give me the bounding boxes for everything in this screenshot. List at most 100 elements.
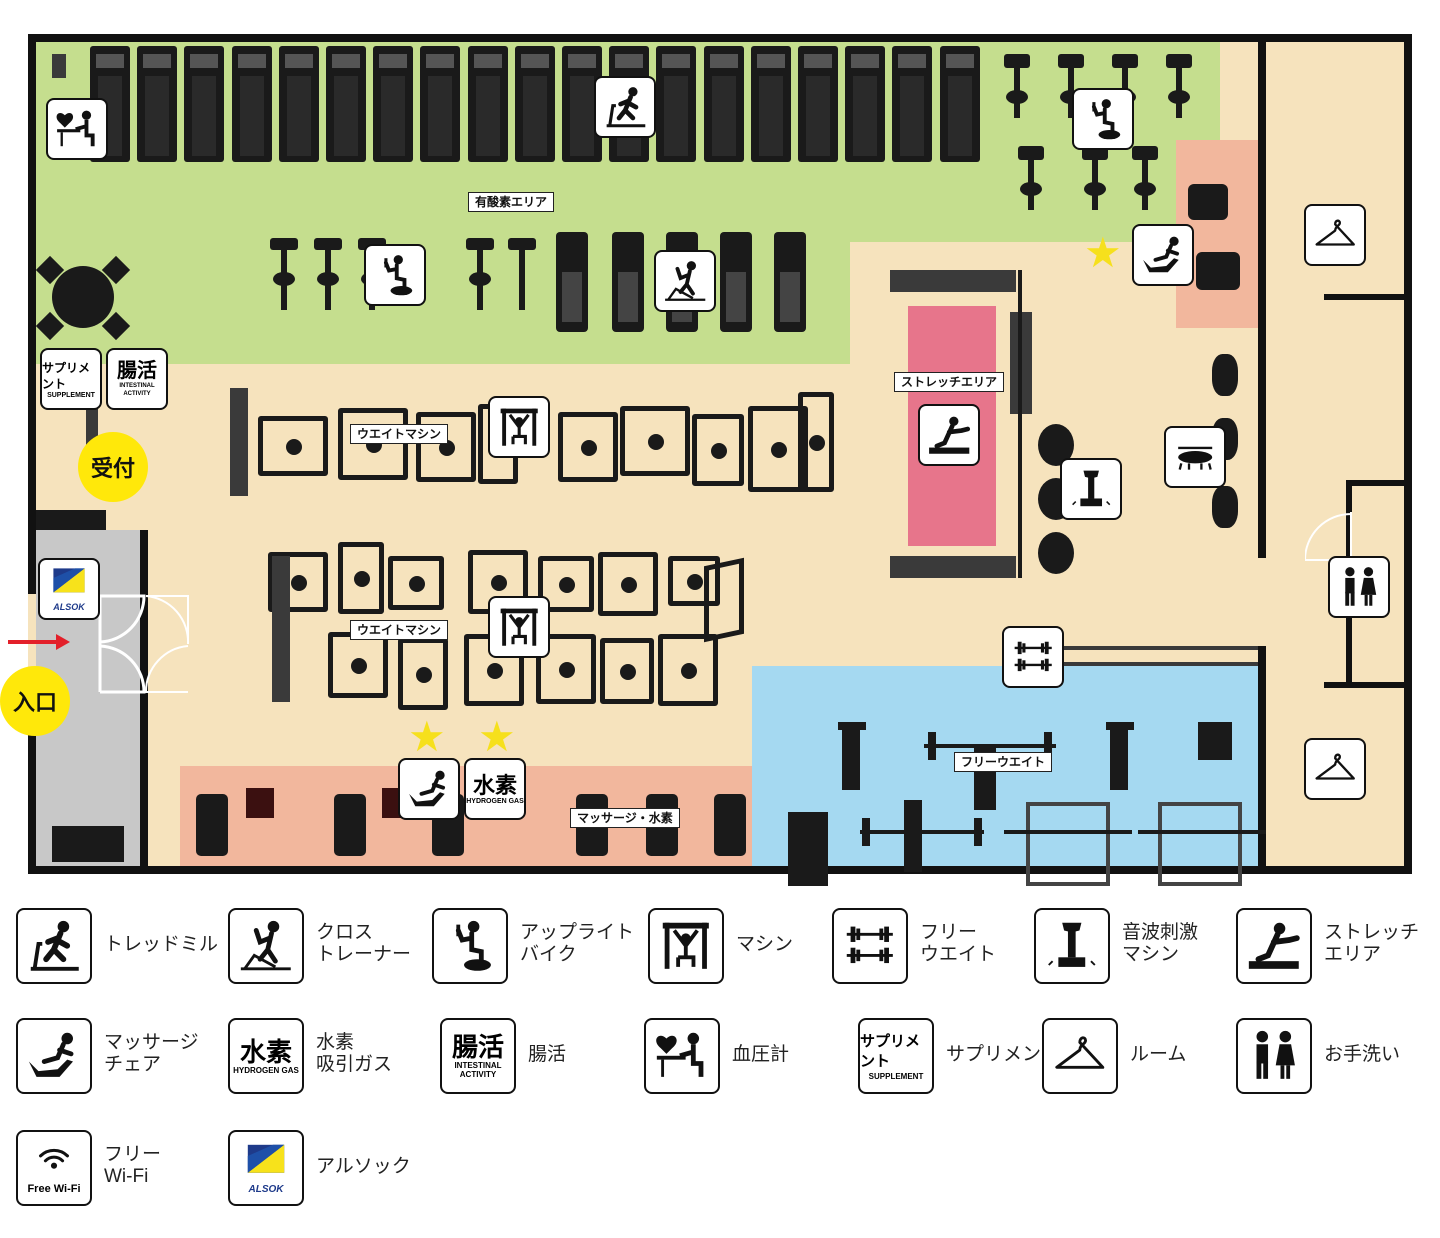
weight-machines-lower	[268, 542, 744, 710]
weight-machine-seat	[439, 440, 455, 456]
weight-machine-seat	[809, 435, 825, 451]
treadmill	[514, 46, 555, 162]
legend-label: 水素 吸引ガス	[316, 1032, 393, 1075]
legend-label: アルソック	[316, 1156, 411, 1177]
treadmill	[231, 46, 272, 162]
weight-machine-label-bottom: ウエイトマシン	[350, 620, 449, 640]
hydrogen-legend-label: 水素	[239, 1036, 292, 1067]
free-weight-label: フリーウエイト	[954, 752, 1053, 772]
treadmill-console	[426, 54, 455, 68]
treadmill	[137, 46, 178, 162]
treadmill-console	[284, 54, 313, 68]
treadmill	[798, 46, 838, 162]
treadmill-console	[851, 54, 880, 68]
upright-bike	[1112, 54, 1138, 68]
stretch-bar-top	[890, 270, 1016, 292]
supplement-legend-sub: SUPPLEMENT	[868, 1071, 924, 1081]
treadmill	[420, 46, 461, 162]
alsok-legend-label: ALSOK	[248, 1183, 284, 1195]
partition-pillar-2	[272, 556, 290, 702]
barbell-bar	[860, 830, 984, 834]
small-device	[52, 54, 66, 78]
treadmill	[939, 46, 980, 162]
barbell-bar	[924, 744, 1056, 748]
machine-icon	[648, 908, 724, 984]
barbell-bar	[1138, 830, 1266, 834]
upright-bike-base	[1168, 90, 1190, 104]
massage-chairs-bottom	[196, 788, 746, 858]
star-icon: ★	[408, 713, 446, 760]
weight-machine	[338, 408, 408, 480]
weight-machine	[598, 552, 658, 616]
weight-machine	[268, 552, 328, 612]
entrance-mat	[36, 510, 106, 530]
reception-label: 受付	[90, 456, 135, 481]
weight-machine-seat	[291, 575, 307, 591]
treadmill	[845, 46, 886, 162]
entrance-door[interactable]	[98, 594, 190, 694]
corridor-wall	[1258, 42, 1266, 558]
treadmill-belt	[947, 76, 972, 156]
treadmill-console	[332, 54, 360, 68]
blood-pressure-icon	[644, 1018, 720, 1094]
massage-chair	[196, 794, 228, 856]
weight-machine-seat	[711, 443, 727, 459]
upright-bike-post	[519, 250, 525, 310]
restroom-icon	[1236, 1018, 1312, 1094]
upright-bike-base	[1006, 90, 1028, 104]
massage-chair	[334, 794, 366, 856]
entrance-wall	[140, 530, 148, 866]
room-icon	[1304, 738, 1366, 800]
outer-wall-right	[1404, 34, 1412, 874]
treadmill-row	[90, 46, 990, 162]
hydrogen-sub-label: HYDROGEN GAS	[466, 797, 524, 805]
treadmill-console	[615, 54, 644, 68]
supplement-icon: サプリメント SUPPLEMENT	[40, 348, 102, 410]
legend-label: マシン	[736, 934, 794, 955]
reception-badge: 受付	[78, 432, 148, 502]
treadmill-console	[473, 54, 502, 68]
treadmill-belt	[664, 76, 689, 156]
massage-chair-icon	[16, 1018, 92, 1094]
weight-machine	[692, 414, 744, 486]
stretch-area-label: ストレッチエリア	[894, 372, 1005, 392]
upright-bike-base	[317, 272, 339, 286]
weight-machine	[328, 632, 388, 698]
treadmill-belt	[522, 76, 547, 156]
outer-wall-top	[28, 34, 1412, 42]
bench	[1110, 728, 1128, 790]
restroom-door[interactable]	[1303, 510, 1355, 562]
weight-machine-seat	[620, 664, 636, 680]
intestinal-legend-label: 腸活	[451, 1032, 504, 1062]
outer-wall-left-lower	[28, 724, 36, 874]
barbell-plate	[928, 732, 936, 760]
machine-icon	[488, 596, 550, 658]
legend-label: 音波刺激 マシン	[1122, 922, 1199, 965]
treadmill-belt	[381, 76, 406, 156]
smith-machine	[788, 812, 828, 886]
barbell-bar	[1004, 830, 1132, 834]
room-divider-2	[1324, 682, 1404, 688]
weight-machine-seat	[681, 663, 697, 679]
stretch-bar-bottom	[890, 556, 1016, 578]
cross-trainer-pedal	[562, 272, 582, 322]
entrance-counter	[52, 826, 124, 862]
power-rack	[1026, 802, 1110, 886]
plate-tree	[1198, 722, 1232, 760]
massage-chair	[714, 794, 746, 856]
treadmill	[326, 46, 366, 162]
treadmill-console	[237, 54, 266, 68]
upright-bike	[466, 238, 494, 250]
weight-machine-seat	[286, 439, 302, 455]
barbell-plate	[1044, 732, 1052, 760]
alsok-icon: ALSOK	[228, 1130, 304, 1206]
weight-machine	[398, 638, 448, 710]
upright-bike-icon	[432, 908, 508, 984]
room-divider-1	[1324, 294, 1404, 300]
treadmill-console	[662, 54, 691, 68]
wifi-icon: Free Wi-Fi	[16, 1130, 92, 1206]
cross-trainer-pedal	[726, 272, 746, 322]
legend: トレッドミルクロス トレーナーアップライト バイクマシンフリー ウエイト音波刺激…	[0, 900, 1440, 1230]
legend-label: フリー Wi-Fi	[104, 1144, 162, 1187]
